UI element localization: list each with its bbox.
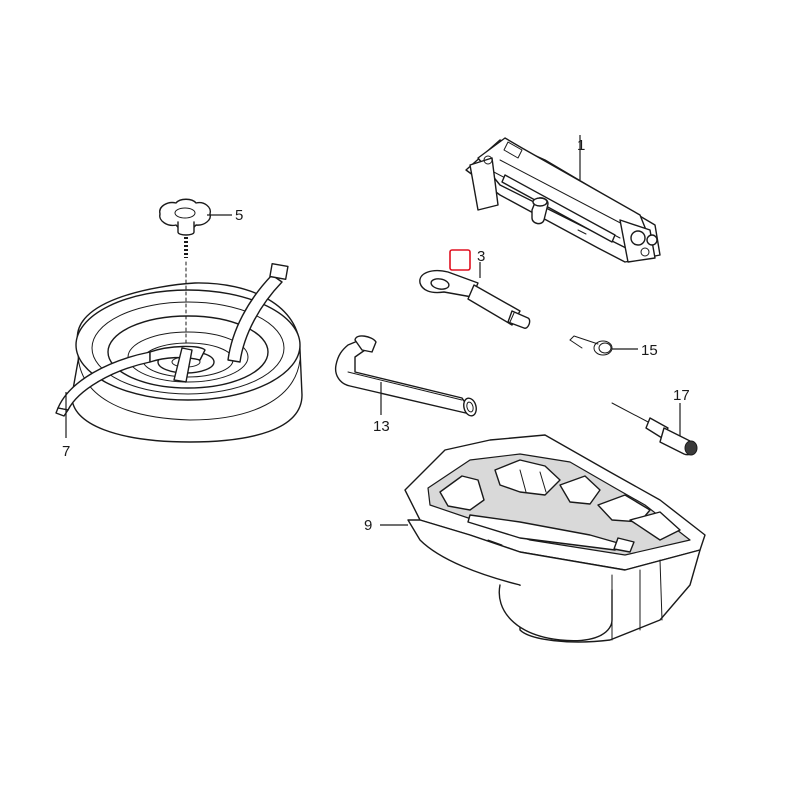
tool-insert-tray[interactable] (404, 434, 706, 643)
callout-15: 15 (641, 342, 658, 359)
spring-clip[interactable] (569, 335, 613, 356)
leader-lines (65, 135, 681, 526)
towing-eye[interactable] (419, 269, 531, 329)
callout-17: 17 (673, 387, 690, 404)
screwdriver[interactable] (611, 402, 698, 456)
callout-7: 7 (62, 443, 70, 460)
spare-wheel[interactable] (55, 263, 303, 443)
callout-1: 1 (577, 137, 585, 154)
callout-3: 3 (477, 248, 485, 265)
callout-9: 9 (364, 517, 372, 534)
wing-bolt[interactable] (159, 198, 211, 346)
callout-13: 13 (373, 418, 390, 435)
highlight-marker[interactable] (449, 249, 471, 271)
callout-5: 5 (235, 207, 243, 224)
wheel-wrench[interactable] (334, 335, 479, 417)
scissor-jack[interactable] (465, 137, 661, 263)
